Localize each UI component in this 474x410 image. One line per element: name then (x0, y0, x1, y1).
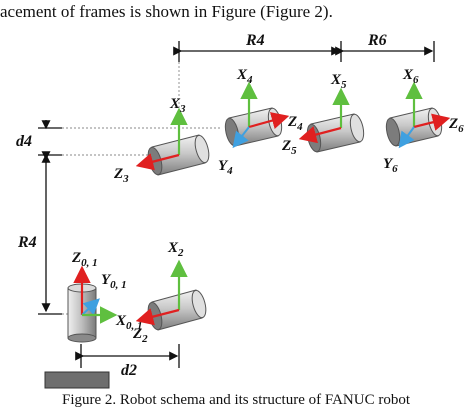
label-x3-sub: 3 (179, 103, 186, 115)
joint-5: X5 Z5 (281, 72, 365, 157)
label-y4-sub: 4 (226, 165, 233, 177)
dimension-top: R4 R6 (173, 32, 435, 115)
label-x2: X (167, 240, 179, 256)
label-z4: Z (287, 114, 297, 130)
label-d4: d4 (16, 133, 32, 150)
dimension-d2: d2 (75, 344, 180, 379)
label-y6-sub: 6 (392, 163, 398, 175)
label-z3-sub: 3 (122, 173, 129, 185)
svg-text:Y6: Y6 (383, 156, 398, 175)
label-y01: Y (101, 272, 112, 288)
label-r4-top: R4 (245, 32, 265, 49)
joint-4: X4 Z4 Y4 (218, 67, 303, 177)
label-z4-sub: 4 (296, 121, 303, 133)
label-x2-sub: 2 (177, 247, 184, 259)
label-y01-sub: 0, 1 (110, 279, 127, 291)
label-z6-sub: 6 (458, 123, 464, 135)
label-x6-sub: 6 (413, 74, 419, 86)
label-y6: Y (383, 156, 394, 172)
joint-3: X3 Z3 (113, 96, 210, 185)
svg-text:Z4: Z4 (287, 114, 303, 133)
z-axis-arrow (298, 126, 342, 144)
joint-2: X2 Z2 (132, 240, 207, 345)
joint-6: X6 Z6 Y6 (383, 67, 464, 175)
label-z01-sub: 0, 1 (81, 257, 98, 269)
svg-text:Z2: Z2 (132, 326, 148, 345)
robot-base-block (44, 371, 110, 389)
label-x4-sub: 4 (246, 74, 253, 86)
label-z01: Z (71, 250, 81, 266)
label-r6: R6 (367, 32, 387, 49)
label-x6: X (402, 67, 414, 83)
svg-text:Z3: Z3 (113, 166, 129, 185)
svg-text:Z6: Z6 (448, 116, 464, 135)
label-x3: X (169, 96, 181, 112)
label-z5: Z (281, 138, 291, 154)
label-d2: d2 (121, 362, 137, 379)
svg-text:Z5: Z5 (281, 138, 297, 157)
label-y4: Y (218, 158, 229, 174)
label-z2: Z (132, 326, 142, 342)
label-z6: Z (448, 116, 458, 132)
y-axis-arrow (398, 126, 415, 149)
z-axis-arrow (248, 112, 290, 130)
caption-top: acement of frames is shown in Figure (Fi… (0, 2, 333, 21)
svg-text:X4: X4 (236, 67, 253, 86)
joint-0-1: Z0, 1 Y0, 1 X0, 1 (67, 250, 143, 343)
label-r4-left: R4 (17, 234, 37, 251)
svg-text:Y0, 1: Y0, 1 (101, 272, 127, 291)
label-z5-sub: 5 (291, 145, 297, 157)
y-axis-arrow (81, 298, 100, 316)
label-z2-sub: 2 (141, 333, 148, 345)
z-axis-arrow (413, 113, 451, 131)
label-x4: X (236, 67, 248, 83)
label-x01: X (115, 313, 127, 329)
z-axis-arrow (135, 308, 180, 326)
svg-text:X6: X6 (402, 67, 419, 86)
svg-text:X3: X3 (169, 96, 186, 115)
label-x5: X (330, 72, 342, 88)
caption-bottom: Figure 2. Robot schema and its structure… (62, 392, 411, 408)
dimension-r4-left: R4 (17, 151, 72, 315)
label-z3: Z (113, 166, 123, 182)
svg-text:Z0, 1: Z0, 1 (71, 250, 98, 269)
svg-text:X2: X2 (167, 240, 184, 259)
z-axis-arrow (135, 153, 180, 171)
svg-text:X5: X5 (330, 72, 347, 91)
label-x5-sub: 5 (341, 79, 347, 91)
y-axis-arrow (232, 126, 250, 149)
svg-text:Y4: Y4 (218, 158, 233, 177)
